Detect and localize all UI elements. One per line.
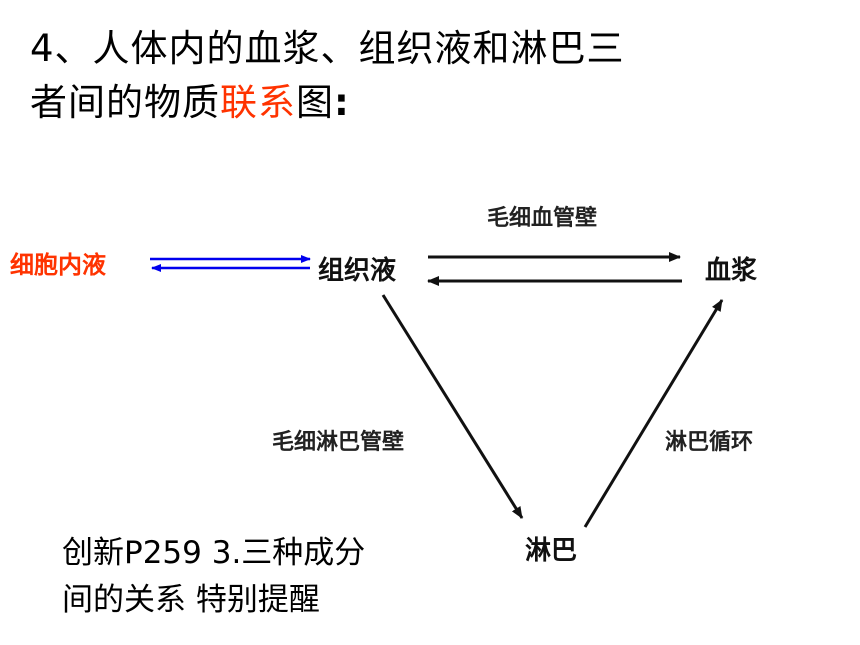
reference-note: 创新P259 3.三种成分 间的关系 特别提醒 [62, 530, 365, 624]
title-colon: : [334, 81, 350, 124]
node-intracellular-fluid: 细胞内液 [10, 251, 106, 279]
title-highlight: 联系 [220, 81, 296, 124]
title-line-2: 者间的物质联系图: [30, 76, 830, 130]
note-line-1: 创新P259 3.三种成分 [62, 535, 366, 571]
node-plasma: 血浆 [705, 256, 758, 286]
arrow-tissue-to-lymph [381, 294, 524, 519]
label-lymph-circulation: 淋巴循环 [665, 430, 754, 455]
label-lymph-capillary-wall: 毛细淋巴管壁 [272, 430, 405, 455]
slide-title: 4、人体内的血浆、组织液和淋巴三 者间的物质联系图: [30, 22, 830, 130]
title-line-2-suffix: 图 [296, 81, 334, 124]
label-capillary-wall: 毛细血管壁 [487, 206, 598, 231]
node-tissue-fluid: 组织液 [318, 256, 397, 286]
title-line-2-prefix: 者间的物质 [30, 81, 220, 124]
arrow-lymph-to-plasma [583, 299, 724, 528]
title-line-1: 4、人体内的血浆、组织液和淋巴三 [30, 27, 625, 70]
note-line-2: 间的关系 特别提醒 [62, 582, 320, 618]
node-lymph: 淋巴 [525, 536, 578, 566]
